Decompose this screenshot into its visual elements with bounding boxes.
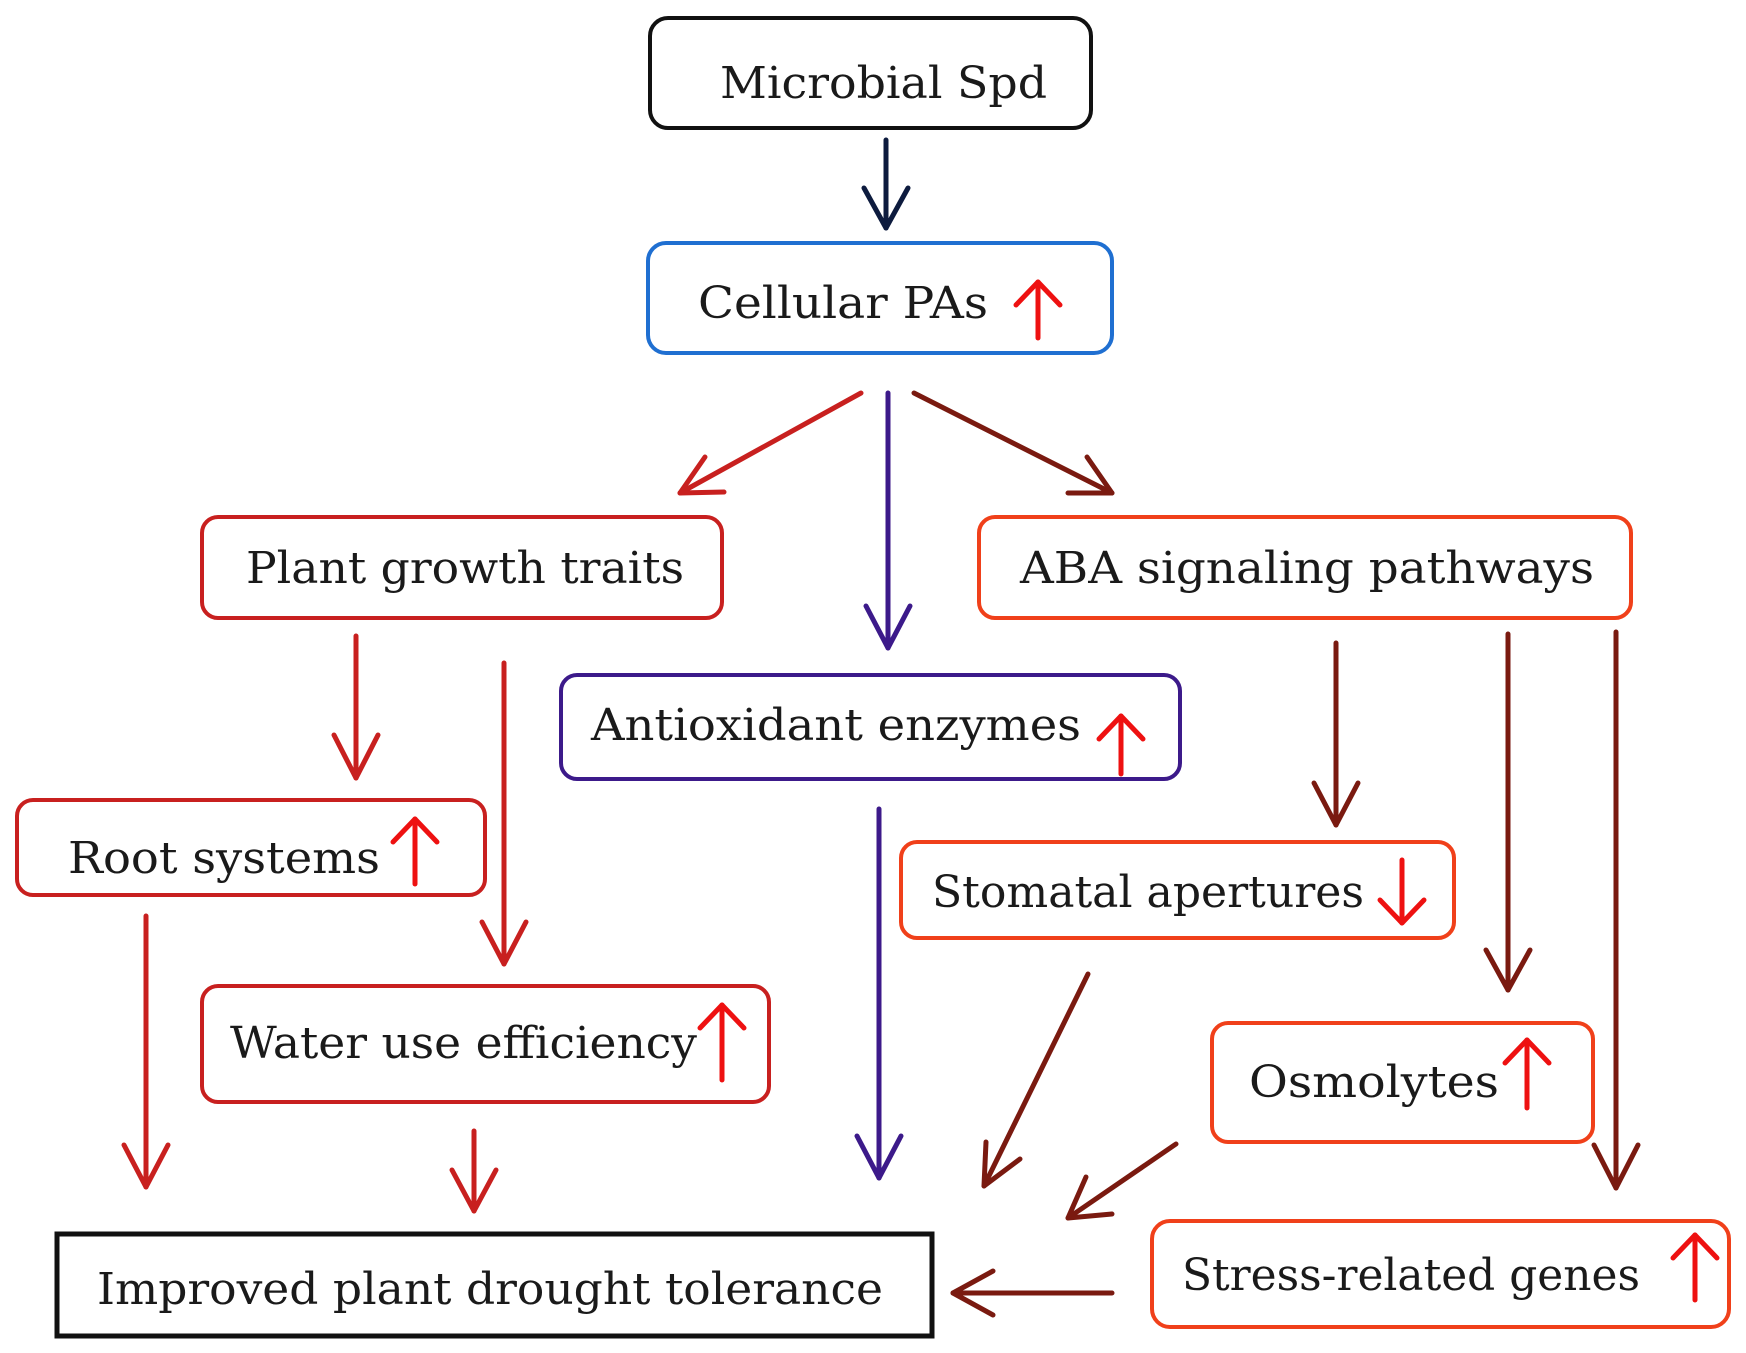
down-arrow-icon xyxy=(1377,857,1427,926)
up-arrow-icon xyxy=(1013,279,1063,341)
node-stress-genes-label: Stress-related genes xyxy=(1182,1250,1640,1301)
edge-cellular-pas-to-plant-growth-traits xyxy=(677,390,864,496)
node-water-use-efficiency-label: Water use efficiency xyxy=(230,1018,697,1069)
edge-aba-signaling-to-stomatal-apertures xyxy=(1311,640,1361,828)
edge-plant-growth-traits-to-root-systems xyxy=(331,633,381,781)
node-antioxidant-enzymes-label: Antioxidant enzymes xyxy=(590,700,1081,751)
edge-water-use-efficiency-to-improved-tolerance xyxy=(449,1128,499,1214)
node-water-use-efficiency: Water use efficiency xyxy=(200,984,771,1104)
node-aba-signaling-label: ABA signaling pathways xyxy=(1019,543,1594,594)
node-aba-signaling: ABA signaling pathways xyxy=(977,515,1633,620)
up-arrow-icon xyxy=(1096,713,1146,777)
node-plant-growth-traits-label: Plant growth traits xyxy=(246,543,684,594)
node-improved-tolerance-label: Improved plant drought tolerance xyxy=(97,1264,883,1315)
node-microbial-spd-label: Microbial Spd xyxy=(720,58,1047,109)
node-stomatal-apertures-label: Stomatal apertures xyxy=(932,867,1364,918)
edge-cellular-pas-to-aba-signaling xyxy=(911,390,1115,496)
edges xyxy=(121,137,1641,1318)
node-root-systems: Root systems xyxy=(15,798,487,897)
edge-root-systems-to-improved-tolerance xyxy=(121,913,171,1190)
edge-stomatal-apertures-to-improved-tolerance xyxy=(981,971,1091,1189)
node-plant-growth-traits: Plant growth traits xyxy=(200,515,724,620)
up-arrow-icon xyxy=(390,816,440,887)
node-antioxidant-enzymes: Antioxidant enzymes xyxy=(559,673,1182,781)
node-cellular-pas-label: Cellular PAs xyxy=(698,278,988,329)
edge-aba-signaling-to-osmolytes xyxy=(1483,631,1533,993)
node-microbial-spd: Microbial Spd xyxy=(648,16,1093,130)
up-arrow-icon xyxy=(1670,1232,1720,1303)
up-arrow-icon xyxy=(1502,1037,1552,1111)
edge-osmolytes-to-improved-tolerance xyxy=(1065,1141,1179,1221)
node-cellular-pas: Cellular PAs xyxy=(646,241,1114,355)
node-stomatal-apertures: Stomatal apertures xyxy=(899,840,1456,940)
edge-aba-signaling-to-stress-genes xyxy=(1591,629,1641,1191)
node-osmolytes-label: Osmolytes xyxy=(1249,1057,1499,1108)
edge-stress-genes-to-improved-tolerance xyxy=(950,1268,1115,1318)
node-osmolytes: Osmolytes xyxy=(1210,1021,1595,1144)
node-stress-genes: Stress-related genes xyxy=(1150,1219,1731,1329)
nodes: Microbial Spd Cellular PAs Plant growth … xyxy=(15,16,1731,1339)
node-improved-tolerance: Improved plant drought tolerance xyxy=(54,1231,935,1339)
edge-antioxidant-enzymes-to-improved-tolerance xyxy=(854,806,904,1181)
edge-microbial-spd-to-cellular-pas xyxy=(861,137,911,231)
edge-cellular-pas-to-antioxidant-enzymes xyxy=(863,390,913,651)
node-root-systems-label: Root systems xyxy=(68,833,380,884)
edge-plant-growth-traits-to-water-use-efficiency xyxy=(479,660,529,967)
up-arrow-icon xyxy=(697,1002,747,1083)
